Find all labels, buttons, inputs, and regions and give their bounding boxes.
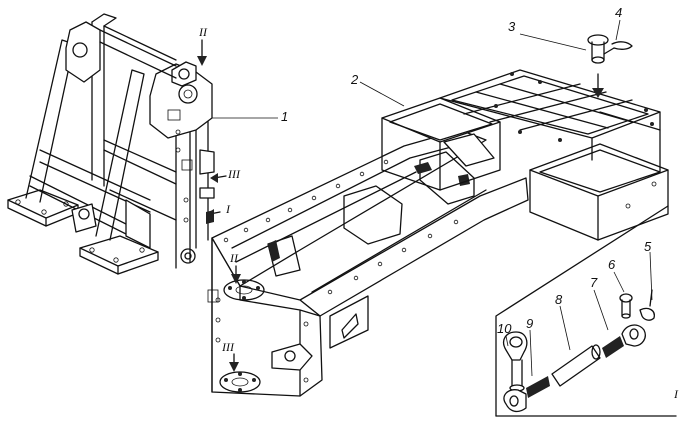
rear-cross-frame <box>381 69 669 241</box>
part-label-3: 3 <box>508 19 516 34</box>
part-label-4: 4 <box>615 5 623 20</box>
inset-coupling-parts <box>495 205 677 417</box>
part-label-7: 7 <box>590 275 598 290</box>
part-label-5: 5 <box>644 239 652 254</box>
view-label-I-inset: I <box>674 387 678 401</box>
view-label-III-lower: III <box>222 340 234 354</box>
main-chassis-frame <box>207 129 529 397</box>
part-label-10: 10 <box>497 321 512 336</box>
view-label-III-upper: III <box>228 167 240 181</box>
pin-and-cotter <box>587 34 633 64</box>
leader-lines <box>197 19 653 377</box>
part-label-9: 9 <box>526 316 534 331</box>
view-label-I-main: I <box>226 202 230 216</box>
view-label-II-top: II <box>199 25 207 39</box>
part-label-2: 2 <box>351 72 359 87</box>
part-label-8: 8 <box>555 292 563 307</box>
front-frame-tower <box>7 13 215 275</box>
view-label-II-lower: II <box>230 251 238 265</box>
part-label-1: 1 <box>281 109 289 124</box>
part-label-6: 6 <box>608 257 616 272</box>
